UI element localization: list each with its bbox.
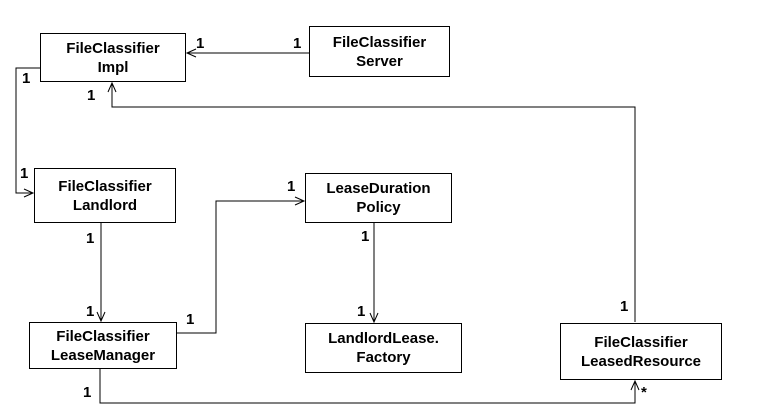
multiplicity-label-policy-end: 1 xyxy=(361,228,370,245)
class-name-line1: FileClassifier xyxy=(56,327,150,345)
class-name-line2: Impl xyxy=(97,58,129,76)
class-name-line2: Server xyxy=(356,52,403,70)
arrowhead-up-icon xyxy=(107,81,117,93)
class-box-landlord-lease-factory: LandlordLease. Factory xyxy=(305,323,462,373)
class-box-file-classifier-landlord: FileClassifier Landlord xyxy=(34,168,176,223)
class-name-line1: LandlordLease. xyxy=(328,330,439,347)
class-name-line1: FileClassifier xyxy=(332,33,427,51)
arrowhead-right-icon xyxy=(294,196,306,206)
multiplicity-label-server-end: 1 xyxy=(293,35,302,52)
class-name-line1: FileClassifier xyxy=(594,333,688,351)
class-box-file-classifier-leased-resource: FileClassifier LeasedResource xyxy=(560,323,722,380)
class-name-line2: LeasedResource xyxy=(580,352,702,370)
class-box-file-classifier-impl: FileClassifier Impl xyxy=(40,33,186,82)
arrowhead-up-icon xyxy=(630,379,640,391)
class-name-line1: FileClassifier xyxy=(66,39,160,57)
class-name-line2: Factory xyxy=(356,349,411,366)
association-leasedresource-impl-line xyxy=(111,84,636,322)
class-box-file-classifier-server: FileClassifier Server xyxy=(309,26,450,77)
multiplicity-label-leasedresource-end: * xyxy=(641,384,647,401)
class-box-file-classifier-lease-manager: FileClassifier LeaseManager xyxy=(29,322,177,369)
class-name-line2: LeaseManager xyxy=(50,346,156,364)
association-leasemanager-leasedresource-line xyxy=(99,369,636,404)
multiplicity-label-impl-end: 1 xyxy=(22,70,31,87)
class-name-line2: Policy xyxy=(356,199,401,216)
multiplicity-label-impl-end: 1 xyxy=(196,35,205,52)
arrowhead-right-icon xyxy=(23,188,35,198)
multiplicity-label-factory-end: 1 xyxy=(357,303,366,320)
association-leasemanager-policy-line xyxy=(176,200,303,334)
class-name-line2: Landlord xyxy=(72,196,138,214)
multiplicity-label-impl-end: 1 xyxy=(87,87,96,104)
multiplicity-label-leasemanager-end: 1 xyxy=(86,303,95,320)
multiplicity-label-leasedresource-end: 1 xyxy=(620,298,629,315)
multiplicity-label-leasemanager-end: 1 xyxy=(186,311,195,328)
arrowhead-left-icon xyxy=(185,48,197,58)
arrowhead-down-icon xyxy=(96,311,106,323)
multiplicity-label-landlord-end: 1 xyxy=(86,230,95,247)
arrowhead-down-icon xyxy=(369,312,379,324)
multiplicity-label-leasemanager-end: 1 xyxy=(83,384,92,401)
association-impl-landlord-line xyxy=(15,67,40,194)
class-box-lease-duration-policy: LeaseDuration Policy xyxy=(305,173,452,223)
class-name-line1: LeaseDuration xyxy=(326,180,431,197)
class-name-line1: FileClassifier xyxy=(58,177,152,195)
multiplicity-label-policy-end: 1 xyxy=(287,178,296,195)
multiplicity-label-landlord-end: 1 xyxy=(20,165,29,182)
